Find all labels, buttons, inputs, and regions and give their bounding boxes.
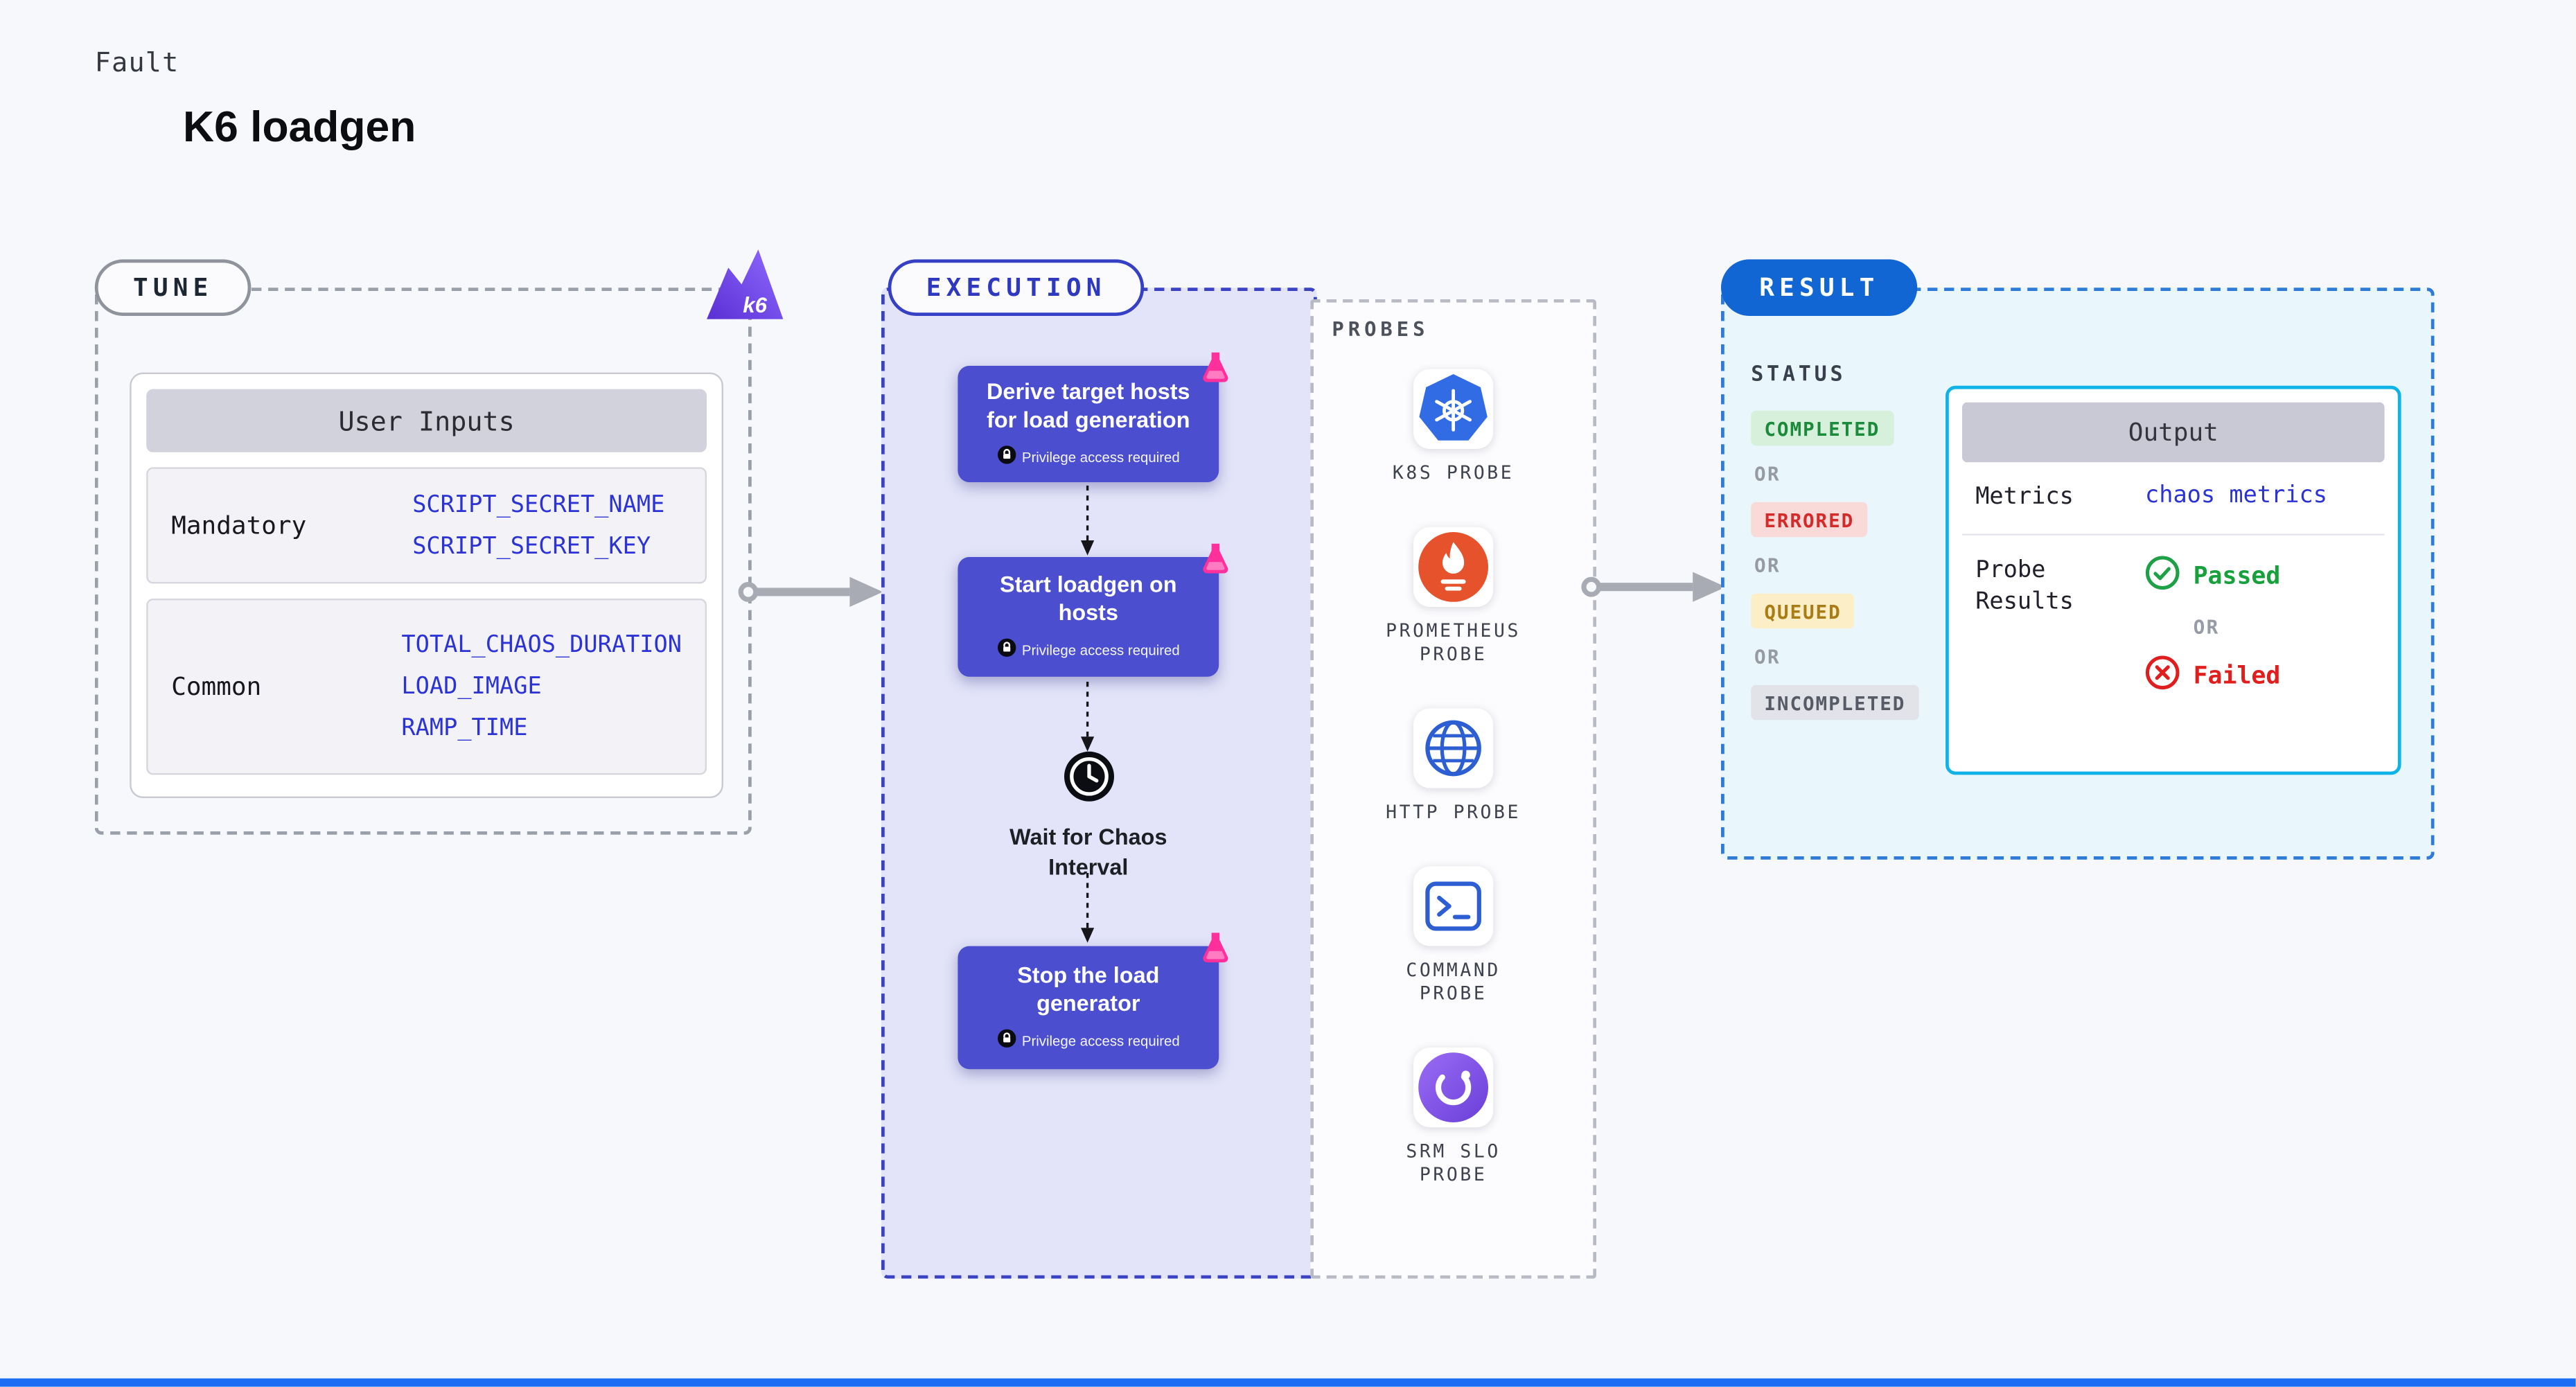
tune-label: TUNE <box>94 259 252 317</box>
flow-arrow-execution-to-result <box>1580 565 1729 608</box>
failed-line: Failed <box>2145 655 2280 698</box>
dashed-connector-arrow <box>1077 485 1097 559</box>
output-card: Output Metrics chaos metrics Probe Resul… <box>1946 385 2401 775</box>
probe-name: COMMAND PROBE <box>1406 959 1501 1005</box>
terminal-icon <box>1413 866 1494 946</box>
privilege-badge-label: Privilege access required <box>1021 641 1180 658</box>
probe-results-label: Probe Results <box>1975 557 2074 616</box>
srm-slo-icon <box>1413 1048 1494 1128</box>
failed-label: Failed <box>2193 663 2281 691</box>
k6-logo-icon: k6 <box>707 246 784 319</box>
check-circle-icon <box>2145 556 2180 599</box>
dashed-connector-arrow <box>1077 682 1097 755</box>
tune-section: TUNE k6 User Inputs Mandatory SCRIPT_SEC… <box>94 249 784 835</box>
output-header: Output <box>1962 402 2385 463</box>
privilege-badge-label: Privilege access required <box>1021 448 1180 465</box>
execution-section: EXECUTION Derive target hosts for load g… <box>881 259 1317 1279</box>
chaos-fault-icon <box>1197 540 1234 577</box>
svg-text:k6: k6 <box>743 293 767 317</box>
execution-label: EXECUTION <box>888 259 1145 317</box>
table-row-common: Common TOTAL_CHAOS_DURATION LOAD_IMAGE R… <box>146 599 707 775</box>
user-inputs-header: User Inputs <box>146 389 707 452</box>
privilege-badge: Privilege access required <box>996 635 1180 664</box>
execution-step-start-loadgen: Start loadgen on hosts Privilege access … <box>958 543 1228 677</box>
or-separator: OR <box>1754 645 1781 669</box>
input-variable: SCRIPT_SECRET_KEY <box>412 533 651 560</box>
flow-arrow-tune-to-execution <box>736 570 886 613</box>
clock-icon <box>1061 750 1115 811</box>
status-badge-incompleted: INCOMPLETED <box>1751 684 1919 721</box>
row-values: SCRIPT_SECRET_NAME SCRIPT_SECRET_KEY <box>412 486 664 565</box>
execution-step-wait: Wait for Chaos Interval <box>958 750 1219 883</box>
probe-item-prometheus: PROMETHEUS PROBE <box>1370 527 1537 667</box>
probes-section: PROBES K8S PROBE <box>1310 299 1596 1279</box>
fault-kicker: Fault <box>94 46 179 78</box>
kubernetes-icon <box>1413 369 1494 449</box>
execution-step-derive-hosts: Derive target hosts for load generation … <box>958 352 1228 482</box>
input-variable: SCRIPT_SECRET_NAME <box>412 491 665 518</box>
probe-item-http: HTTP PROBE <box>1370 708 1537 824</box>
metrics-row: Metrics chaos metrics <box>1962 462 2385 536</box>
probe-name: PROMETHEUS PROBE <box>1386 620 1521 666</box>
user-inputs-table: User Inputs Mandatory SCRIPT_SECRET_NAME… <box>130 372 723 798</box>
step-title: Stop the load generator <box>1017 962 1160 1016</box>
row-label: Mandatory <box>171 510 307 541</box>
or-separator: OR <box>1754 554 1781 577</box>
bottom-accent-bar <box>0 1378 2576 1387</box>
input-variable: RAMP_TIME <box>401 715 528 742</box>
status-badge-errored: ERRORED <box>1751 502 1868 538</box>
status-badge-completed: COMPLETED <box>1751 410 1894 446</box>
privilege-badge: Privilege access required <box>996 1025 1180 1055</box>
step-title: Start loadgen on hosts <box>999 571 1177 625</box>
probe-results-row: Probe Results Passed OR <box>1962 536 2385 718</box>
table-row-mandatory: Mandatory SCRIPT_SECRET_NAME SCRIPT_SECR… <box>146 467 707 584</box>
probes-list: K8S PROBE PROMETHEUS PROBE <box>1314 369 1593 1187</box>
step-title: Derive target hosts for load generation <box>987 378 1190 432</box>
status-column: STATUS COMPLETED OR ERRORED OR QUEUED OR… <box>1751 360 1919 735</box>
metrics-label: Metrics <box>1975 484 2074 511</box>
lock-icon <box>996 1025 1016 1055</box>
probe-item-k8s: K8S PROBE <box>1370 369 1537 486</box>
result-section: RESULT STATUS COMPLETED OR ERRORED OR QU… <box>1721 259 2435 860</box>
privilege-badge-label: Privilege access required <box>1021 1032 1180 1049</box>
globe-icon <box>1413 708 1494 788</box>
probe-name: K8S PROBE <box>1392 462 1515 484</box>
lock-icon <box>996 441 1016 471</box>
chaos-fault-icon <box>1197 930 1234 966</box>
input-variable: TOTAL_CHAOS_DURATION <box>401 632 682 659</box>
status-heading: STATUS <box>1751 360 1846 386</box>
or-separator: OR <box>2193 615 2220 639</box>
chaos-metrics-link[interactable]: chaos metrics <box>2145 482 2327 509</box>
passed-line: Passed <box>2145 556 2280 599</box>
input-variable: LOAD_IMAGE <box>401 673 542 700</box>
prometheus-icon <box>1413 527 1494 608</box>
or-separator: OR <box>1754 462 1781 486</box>
result-label: RESULT <box>1721 259 1918 317</box>
probe-name: HTTP PROBE <box>1386 801 1521 823</box>
probe-item-srm-slo: SRM SLO PROBE <box>1370 1048 1537 1187</box>
chaos-fault-icon <box>1197 349 1234 386</box>
lock-icon <box>996 635 1016 664</box>
row-values: TOTAL_CHAOS_DURATION LOAD_IMAGE RAMP_TIM… <box>401 617 682 757</box>
page-title: K6 loadgen <box>183 101 416 152</box>
x-circle-icon <box>2145 655 2180 698</box>
probes-label: PROBES <box>1332 317 1429 342</box>
dashed-connector-arrow <box>1077 873 1097 946</box>
row-label: Common <box>171 671 262 702</box>
step-title: Wait for Chaos Interval <box>1009 824 1167 880</box>
privilege-badge: Privilege access required <box>996 441 1180 471</box>
execution-step-stop-loadgen: Stop the load generator Privilege access… <box>958 933 1228 1070</box>
probe-results-values: Passed OR Failed <box>2145 556 2280 698</box>
probe-name: SRM SLO PROBE <box>1406 1140 1501 1186</box>
probe-item-command: COMMAND PROBE <box>1370 866 1537 1006</box>
status-badge-queued: QUEUED <box>1751 593 1855 629</box>
passed-label: Passed <box>2193 563 2281 591</box>
